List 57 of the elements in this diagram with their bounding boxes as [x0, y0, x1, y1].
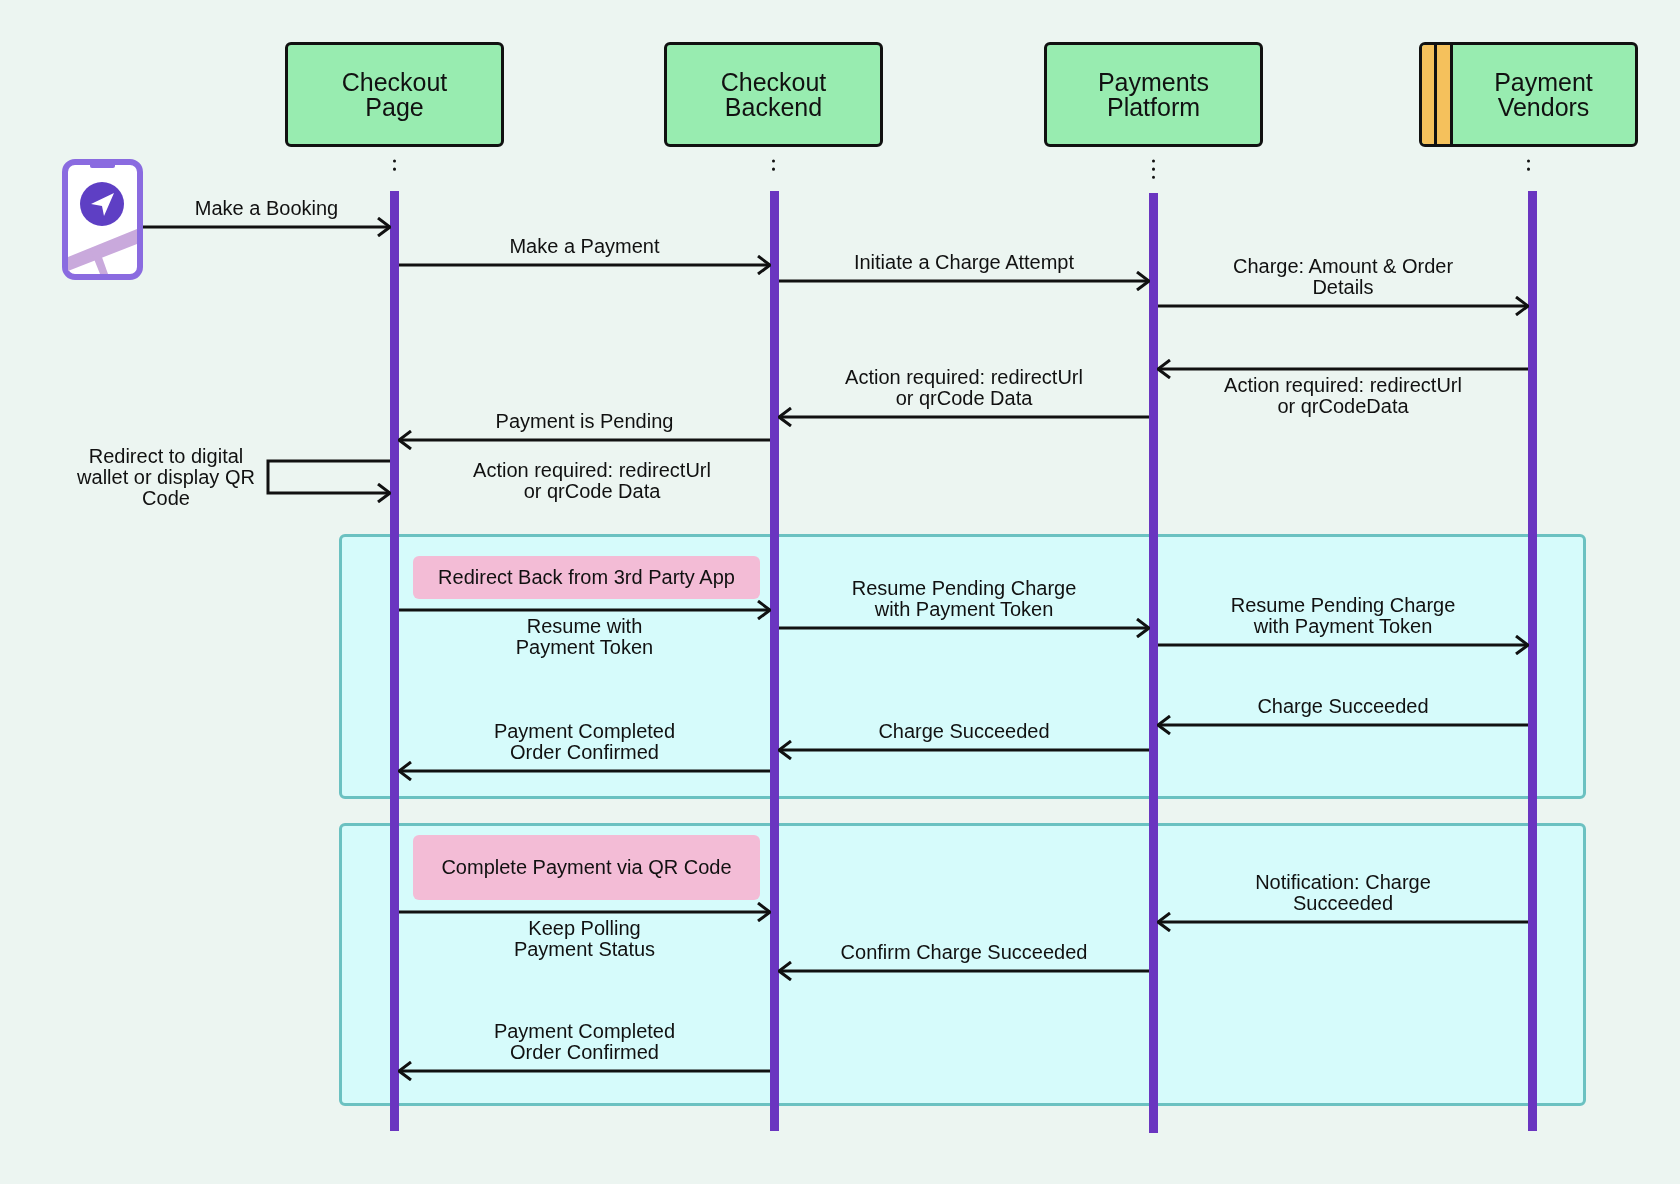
message-arrow: [777, 406, 1149, 428]
message-arrow: [397, 760, 770, 782]
message-arrow: [1158, 295, 1530, 317]
lifeline: [1149, 193, 1158, 1133]
note-box: [413, 556, 760, 599]
node-text: Redirect Back from 3rd Party App: [438, 567, 735, 588]
message-arrow: [779, 617, 1151, 639]
edge-label: Payment Completed Order Confirmed: [492, 721, 677, 763]
edge-label: Resume Pending Charge with Payment Token: [1229, 595, 1457, 637]
message-arrow: [399, 901, 772, 923]
message-arrow: [777, 739, 1149, 761]
edge-label: Resume Pending Charge with Payment Token: [850, 578, 1078, 620]
edge-label: Action required: redirectUrl or qrCodeData: [1223, 375, 1463, 417]
message-arrow: [1158, 634, 1530, 656]
message-note: Action required: redirectUrl or qrCode Data: [472, 460, 712, 502]
edge-label: Notification: Charge Succeeded: [1254, 872, 1432, 914]
message-arrow: [266, 459, 392, 504]
edge-label: Resume with Payment Token: [514, 616, 655, 658]
node-text: Checkout Page: [340, 69, 449, 120]
message-arrow: [1156, 714, 1528, 736]
message-arrow: [399, 599, 772, 621]
message-arrow: [397, 429, 770, 451]
edge-label: Charge Succeeded: [877, 721, 1051, 742]
lifeline: [1528, 191, 1537, 1131]
edge-label: Payment Completed Order Confirmed: [492, 1021, 677, 1063]
edge-label: Redirect to digital wallet or display QR Code: [76, 445, 256, 509]
message-arrow: [779, 270, 1151, 292]
edge-label: Charge Succeeded: [1256, 696, 1430, 717]
participant-box: [664, 42, 883, 147]
edge-label: Make a Payment: [508, 236, 661, 257]
dotted-connector: [1152, 159, 1155, 181]
message-arrow: [399, 254, 772, 276]
message-arrow: [1156, 911, 1528, 933]
edge-label: Action required: redirectUrl or qrCode Data: [844, 367, 1084, 409]
note-box: [413, 835, 760, 900]
message-arrow: [777, 960, 1149, 982]
edge-label: Make a Booking: [193, 198, 340, 219]
message-arrow: [397, 1060, 770, 1082]
participant-box: [1419, 42, 1638, 147]
node-text: Complete Payment via QR Code: [441, 857, 732, 878]
participant-box: [1044, 42, 1263, 147]
group-frame: [339, 534, 1586, 799]
node-text: Payment Vendors: [1493, 69, 1594, 120]
edge-label: Payment is Pending: [494, 411, 675, 432]
message-arrow: [1156, 358, 1528, 380]
lifeline: [770, 191, 779, 1131]
node-text: Payments Platform: [1096, 69, 1211, 120]
edge-label: Charge: Amount & Order Details: [1231, 256, 1455, 298]
edge-label: Confirm Charge Succeeded: [839, 942, 1089, 963]
group-frame: [339, 823, 1586, 1106]
lifeline: [390, 191, 399, 1131]
participant-box: [285, 42, 504, 147]
node-text: Checkout Backend: [719, 69, 828, 120]
message-arrow: [143, 216, 392, 238]
edge-label: Initiate a Charge Attempt: [852, 252, 1076, 273]
edge-label: Keep Polling Payment Status: [512, 918, 657, 960]
phone-drawing: [62, 159, 143, 280]
